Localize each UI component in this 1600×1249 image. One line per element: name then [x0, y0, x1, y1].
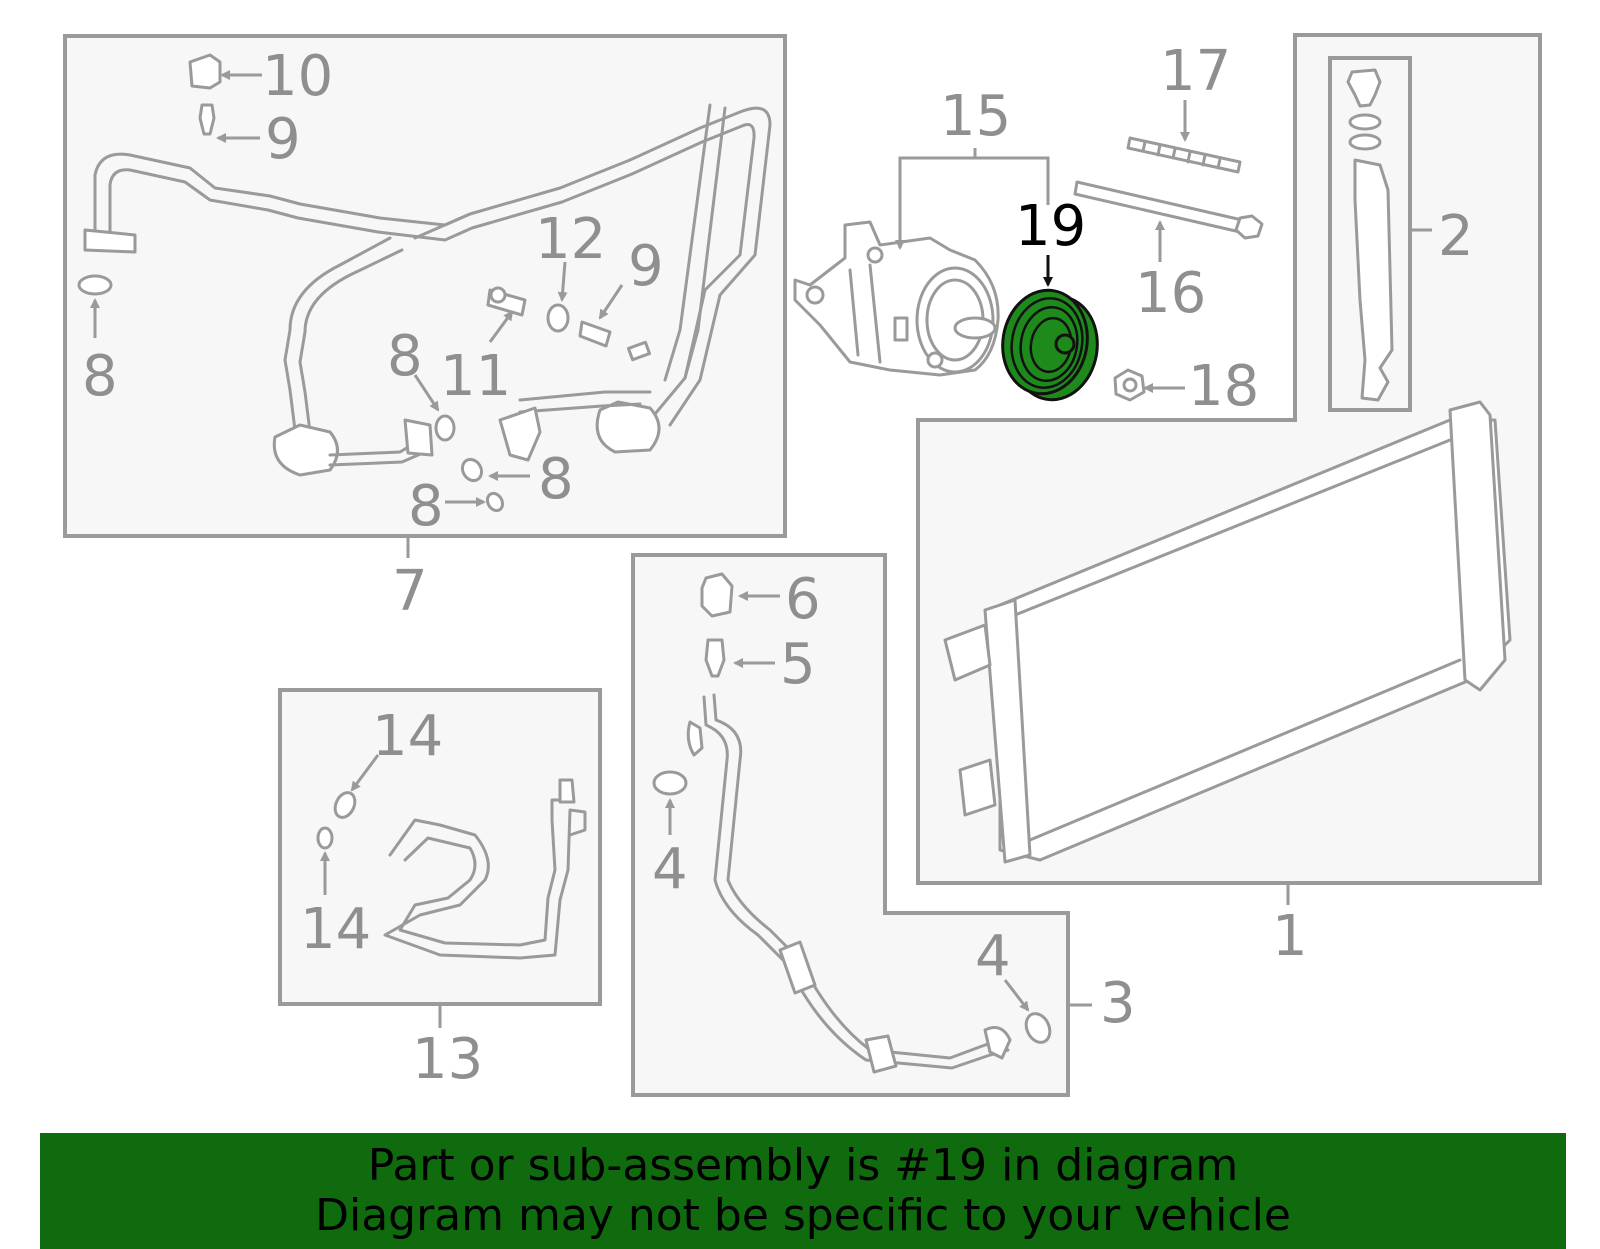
callout-8-bottom: 8 — [408, 474, 444, 539]
callout-4-left: 4 — [652, 837, 688, 902]
callout-labels: 10 9 8 12 9 11 8 8 8 7 15 19 17 16 18 2 … — [82, 39, 1474, 1092]
callout-16: 16 — [1135, 261, 1206, 326]
cap-part-10 — [188, 53, 222, 90]
valve-part-9b — [578, 320, 612, 348]
leaders-box-13 — [320, 754, 380, 895]
callout-17: 17 — [1160, 39, 1231, 104]
nut-part-18 — [1113, 368, 1146, 402]
valve-part-9a — [198, 103, 216, 136]
callout-14-upper: 14 — [372, 704, 443, 769]
group-box-13 — [278, 688, 602, 1028]
callout-8-right: 8 — [538, 447, 574, 512]
callout-18: 18 — [1188, 354, 1259, 419]
callout-4-right: 4 — [975, 924, 1011, 989]
callout-1: 1 — [1272, 904, 1308, 969]
callout-11: 11 — [440, 344, 511, 409]
condenser-part-1 — [943, 400, 1512, 864]
group-box-3 — [631, 553, 1092, 1097]
oring-part-4-right — [1024, 1012, 1052, 1044]
callout-3: 3 — [1100, 971, 1136, 1036]
callout-9-upper: 9 — [265, 107, 301, 172]
callout-19: 19 — [1015, 194, 1086, 259]
banner-line-1: Part or sub-assembly is #19 in diagram — [367, 1140, 1239, 1191]
leaders-box-3 — [665, 591, 1030, 1012]
oring-part-8-low — [460, 457, 484, 483]
callout-9-mid: 9 — [628, 234, 664, 299]
compressor-part-15 — [793, 220, 1000, 377]
callout-8-left: 8 — [82, 344, 118, 409]
oring-part-4-left — [652, 770, 688, 796]
callout-10: 10 — [262, 44, 333, 109]
callout-2: 2 — [1438, 204, 1474, 269]
callout-13: 13 — [412, 1027, 483, 1092]
bolt-part-16 — [1073, 180, 1264, 240]
oring-part-8-left — [77, 274, 113, 296]
callout-8-mid: 8 — [387, 324, 423, 389]
oring-part-14-lower — [316, 826, 334, 850]
cap-part-6 — [700, 572, 734, 618]
line-assembly-part-3 — [686, 693, 1012, 1074]
banner-line-2: Diagram may not be specific to your vehi… — [315, 1190, 1291, 1241]
callout-7: 7 — [392, 559, 428, 624]
oring-part-8-bottom — [485, 491, 505, 513]
callout-12: 12 — [535, 207, 606, 272]
callout-6: 6 — [785, 567, 821, 632]
ac-line-assembly — [83, 103, 772, 477]
clutch-pulley-part-19-highlighted — [1001, 288, 1099, 402]
callout-15: 15 — [940, 84, 1011, 149]
callout-14-lower: 14 — [300, 897, 371, 962]
valve-part-5 — [704, 638, 726, 678]
oring-part-14-upper — [333, 791, 357, 819]
sensor-part-11 — [486, 286, 527, 317]
oring-part-8-mid — [434, 414, 456, 442]
dryer-part-2 — [1346, 68, 1394, 402]
info-banner: Part or sub-assembly is #19 in diagram D… — [40, 1133, 1566, 1249]
leaders-compressor — [895, 100, 1190, 393]
oring-part-12 — [546, 303, 570, 333]
callout-5: 5 — [780, 632, 816, 697]
line-assembly-part-13 — [383, 778, 587, 960]
leaders-box-7 — [90, 70, 624, 507]
stud-part-17 — [1126, 136, 1242, 174]
